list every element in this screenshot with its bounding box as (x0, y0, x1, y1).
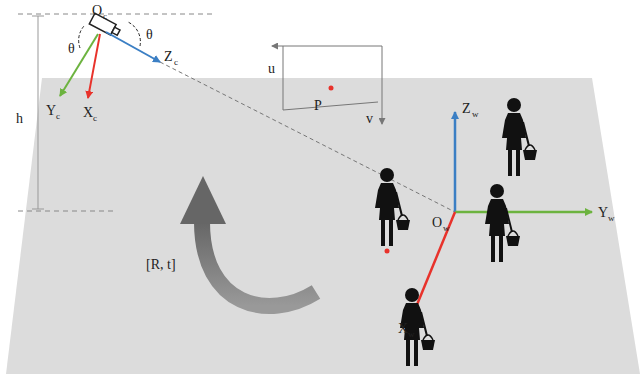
height-tick (32, 209, 44, 210)
origin-label: O (432, 216, 442, 230)
axis-label: Z (462, 102, 471, 116)
subscript: w (608, 214, 615, 223)
axis-label: Y (598, 206, 608, 220)
height-tick (32, 16, 44, 17)
axis-label: Y (46, 104, 56, 118)
world-y-axis (455, 211, 592, 214)
person-figure (502, 98, 537, 176)
angle-arc (79, 26, 84, 48)
subscript: c (174, 58, 178, 67)
subscript: w (408, 330, 415, 339)
axis-label: Z (164, 50, 173, 64)
axis-label: u (268, 62, 275, 76)
point-label: P (314, 99, 322, 113)
subscript: w (443, 224, 450, 233)
axis-label: X (398, 322, 408, 336)
world-z-axis (454, 112, 457, 212)
person-figure (485, 184, 520, 262)
horizon-line (18, 14, 215, 15)
axis-label: v (366, 112, 373, 126)
subscript: w (472, 110, 479, 119)
image-point (329, 86, 334, 91)
world-x-axis (414, 212, 455, 312)
height-line (38, 16, 39, 209)
foot-point (385, 249, 390, 254)
subscript: c (93, 114, 97, 123)
ground-line (18, 211, 115, 212)
ground-plane (6, 78, 640, 374)
camera-y-axis (60, 34, 98, 96)
image-plane (272, 46, 382, 124)
origin-label: O (92, 4, 102, 18)
axis-label: X (83, 106, 93, 120)
angle-label: θ (68, 42, 75, 56)
angle-label: θ (146, 28, 153, 42)
subscript: c (56, 112, 60, 121)
transform-label: [R, t] (146, 258, 176, 272)
camera-x-axis (88, 34, 100, 98)
transform-arrow (180, 176, 316, 306)
height-label: h (16, 112, 23, 126)
person-figure (375, 168, 410, 246)
angle-arc (128, 22, 140, 46)
subscript: c (103, 12, 107, 21)
